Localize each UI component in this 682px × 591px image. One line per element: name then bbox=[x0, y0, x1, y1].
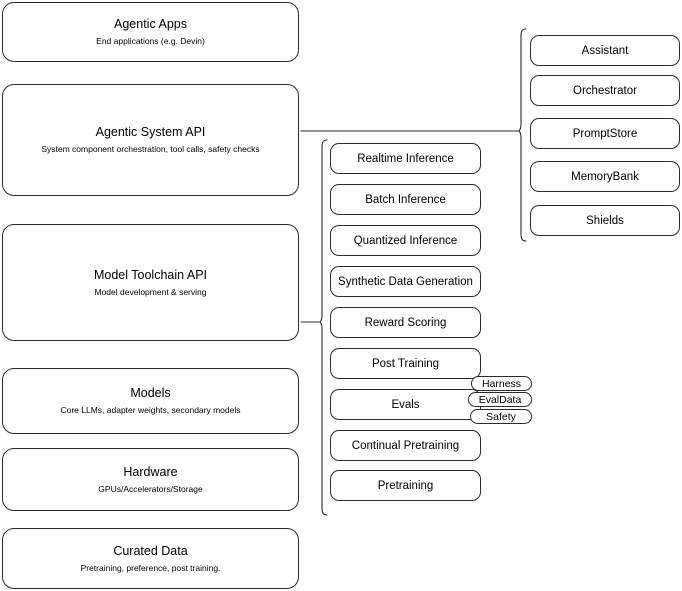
layer-subtitle: GPUs/Accelerators/Storage bbox=[98, 483, 203, 494]
layer-box-model-toolchain-api[interactable]: Model Toolchain API Model development & … bbox=[2, 224, 299, 341]
component-memorybank[interactable]: MemoryBank bbox=[530, 161, 680, 192]
layer-box-agentic-system-api[interactable]: Agentic System API System component orch… bbox=[2, 84, 299, 196]
capability-realtime-inference[interactable]: Realtime Inference bbox=[330, 143, 481, 174]
component-assistant[interactable]: Assistant bbox=[530, 35, 680, 66]
eval-tag-safety[interactable]: Safety bbox=[470, 409, 532, 424]
component-orchestrator[interactable]: Orchestrator bbox=[530, 75, 680, 106]
capability-batch-inference[interactable]: Batch Inference bbox=[330, 184, 481, 215]
capability-continual-pretraining[interactable]: Continual Pretraining bbox=[330, 430, 481, 461]
eval-tag-harness[interactable]: Harness bbox=[471, 376, 532, 391]
capability-evals[interactable]: Evals bbox=[330, 389, 481, 420]
layer-subtitle: Core LLMs, adapter weights, secondary mo… bbox=[60, 405, 241, 415]
layer-title: Agentic System API bbox=[95, 125, 206, 139]
layer-title: Agentic Apps bbox=[114, 17, 187, 31]
layer-subtitle: End applications (e.g. Devin) bbox=[96, 36, 205, 46]
component-shields[interactable]: Shields bbox=[530, 205, 680, 236]
layer-box-models[interactable]: Models Core LLMs, adapter weights, secon… bbox=[2, 368, 299, 434]
layer-title: Hardware bbox=[123, 464, 178, 479]
capability-quantized-inference[interactable]: Quantized Inference bbox=[330, 225, 481, 256]
layer-subtitle: System component orchestration, tool cal… bbox=[41, 144, 260, 154]
brace-toolchain-capabilities bbox=[319, 139, 328, 516]
eval-tag-evaldata[interactable]: EvalData bbox=[468, 392, 532, 407]
capability-pretraining[interactable]: Pretraining bbox=[330, 470, 481, 501]
layer-subtitle: Pretraining, preference, post training. bbox=[80, 562, 221, 573]
layer-title: Curated Data bbox=[113, 543, 188, 558]
brace-system-components bbox=[518, 28, 527, 242]
layer-subtitle: Model development & serving bbox=[94, 286, 207, 297]
capability-synthetic-data-generation[interactable]: Synthetic Data Generation bbox=[330, 266, 481, 297]
capability-post-training[interactable]: Post Training bbox=[330, 348, 481, 379]
layer-box-agentic-apps[interactable]: Agentic Apps End applications (e.g. Devi… bbox=[2, 2, 299, 62]
layer-box-curated-data[interactable]: Curated Data Pretraining, preference, po… bbox=[2, 528, 299, 589]
layer-title: Model Toolchain API bbox=[93, 267, 208, 282]
component-promptstore[interactable]: PromptStore bbox=[530, 118, 680, 149]
capability-reward-scoring[interactable]: Reward Scoring bbox=[330, 307, 481, 338]
layer-title: Models bbox=[130, 386, 171, 400]
layer-box-hardware[interactable]: Hardware GPUs/Accelerators/Storage bbox=[2, 448, 299, 511]
